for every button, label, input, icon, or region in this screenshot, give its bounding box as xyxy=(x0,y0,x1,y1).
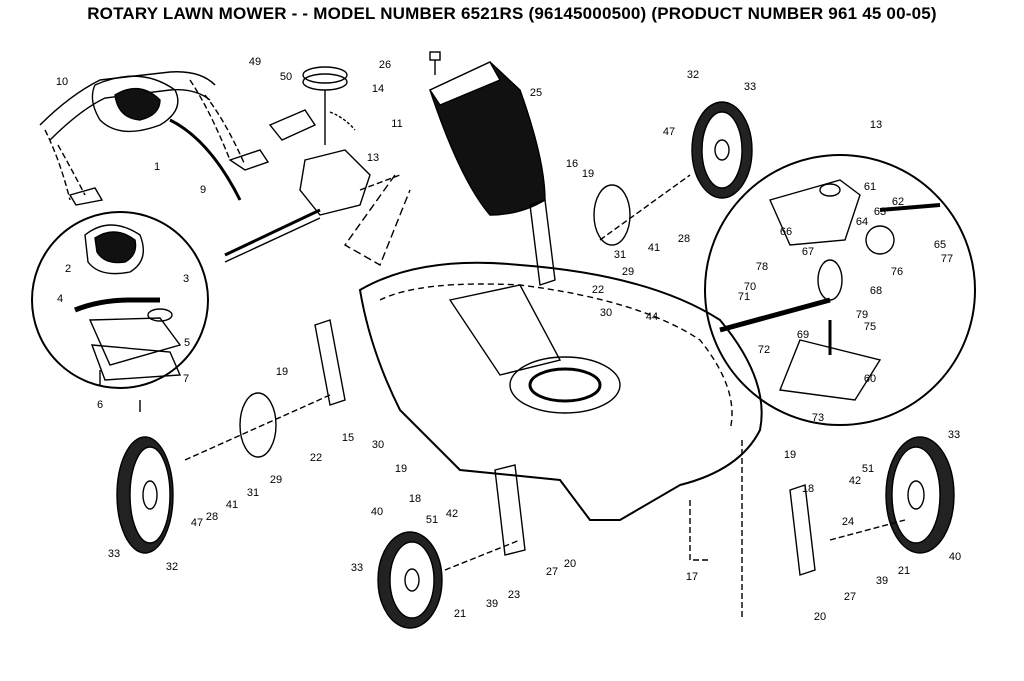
callout-label: 1 xyxy=(154,161,160,173)
callout-label: 17 xyxy=(686,571,698,583)
callout-label: 7 xyxy=(183,373,189,385)
grass-bag xyxy=(429,61,546,216)
callout-label: 63 xyxy=(874,206,886,218)
callout-label: 20 xyxy=(564,558,576,570)
callout-label: 44 xyxy=(646,311,658,323)
callout-label: 66 xyxy=(780,226,792,238)
callout-label: 19 xyxy=(395,463,407,475)
callout-label: 31 xyxy=(247,487,259,499)
callout-label: 78 xyxy=(756,261,768,273)
callout-label: 39 xyxy=(876,575,888,587)
callout-label: 51 xyxy=(426,514,438,526)
callout-label: 30 xyxy=(372,439,384,451)
callout-label: 4 xyxy=(57,293,63,305)
callout-label: 41 xyxy=(226,499,238,511)
callout-label: 3 xyxy=(183,273,189,285)
detail-circle-right xyxy=(704,154,976,426)
callout-label: 32 xyxy=(687,69,699,81)
callout-label: 22 xyxy=(310,452,322,464)
callout-label: 39 xyxy=(486,598,498,610)
callout-label: 19 xyxy=(582,168,594,180)
callout-label: 31 xyxy=(614,249,626,261)
callout-label: 5 xyxy=(184,337,190,349)
callout-label: 28 xyxy=(206,511,218,523)
callout-label: 40 xyxy=(949,551,961,563)
callout-label: 24 xyxy=(842,516,854,528)
handle-assembly xyxy=(39,71,270,206)
page-title: ROTARY LAWN MOWER - - MODEL NUMBER 6521R… xyxy=(87,4,937,23)
callout-label: 51 xyxy=(862,463,874,475)
wheel-front-right xyxy=(885,436,955,554)
callout-label: 33 xyxy=(948,429,960,441)
callout-label: 64 xyxy=(856,216,868,228)
callout-label: 16 xyxy=(566,158,578,170)
callout-label: 68 xyxy=(870,285,882,297)
detail-circle-left xyxy=(31,211,209,389)
callout-label: 60 xyxy=(864,373,876,385)
callout-label: 70 xyxy=(744,281,756,293)
callout-label: 61 xyxy=(864,181,876,193)
callout-label: 47 xyxy=(191,517,203,529)
callout-label: 77 xyxy=(941,253,953,265)
callout-label: 19 xyxy=(784,449,796,461)
callout-label: 27 xyxy=(844,591,856,603)
callout-label: 33 xyxy=(744,81,756,93)
callout-label: 23 xyxy=(508,589,520,601)
callout-label: 22 xyxy=(592,284,604,296)
callout-label: 40 xyxy=(371,506,383,518)
callout-label: 27 xyxy=(546,566,558,578)
callout-label: 18 xyxy=(409,493,421,505)
callout-label: 9 xyxy=(200,184,206,196)
callout-label: 50 xyxy=(280,71,292,83)
callout-label: 26 xyxy=(379,59,391,71)
callout-label: 72 xyxy=(758,344,770,356)
callout-label: 18 xyxy=(802,483,814,495)
callout-label: 33 xyxy=(108,548,120,560)
callout-label: 29 xyxy=(622,266,634,278)
callout-label: 13 xyxy=(870,119,882,131)
callout-label: 73 xyxy=(812,412,824,424)
callout-label: 28 xyxy=(678,233,690,245)
callout-label: 49 xyxy=(249,56,261,68)
callout-label: 33 xyxy=(351,562,363,574)
callout-label: 79 xyxy=(856,309,868,321)
callout-label: 62 xyxy=(892,196,904,208)
mower-deck xyxy=(358,261,763,521)
callout-label: 42 xyxy=(849,475,861,487)
callout-label: 69 xyxy=(797,329,809,341)
callout-label: 11 xyxy=(391,118,402,130)
callout-label: 67 xyxy=(802,246,814,258)
callout-label: 15 xyxy=(342,432,354,444)
callout-label: 21 xyxy=(454,608,466,620)
callout-label: 76 xyxy=(891,266,903,278)
callout-label: 20 xyxy=(814,611,826,623)
callout-label: 47 xyxy=(663,126,675,138)
callout-label: 2 xyxy=(65,263,71,275)
wheel-front-left xyxy=(377,531,443,629)
callout-label: 25 xyxy=(530,87,542,99)
callout-label: 41 xyxy=(648,242,660,254)
callout-label: 14 xyxy=(372,83,384,95)
wheel-left-rear xyxy=(116,436,174,554)
callout-label: 6 xyxy=(97,399,103,411)
callout-label: 32 xyxy=(166,561,178,573)
callout-label: 42 xyxy=(446,508,458,520)
callout-label: 29 xyxy=(270,474,282,486)
callout-label: 21 xyxy=(898,565,910,577)
callout-label: 30 xyxy=(600,307,612,319)
callout-label: 65 xyxy=(934,239,946,251)
callout-label: 75 xyxy=(864,321,876,333)
wheel-right-rear xyxy=(691,101,753,199)
callout-label: 19 xyxy=(276,366,288,378)
callout-label: 13 xyxy=(367,152,379,164)
callout-label: 71 xyxy=(738,291,750,303)
callout-label: 10 xyxy=(56,76,68,88)
